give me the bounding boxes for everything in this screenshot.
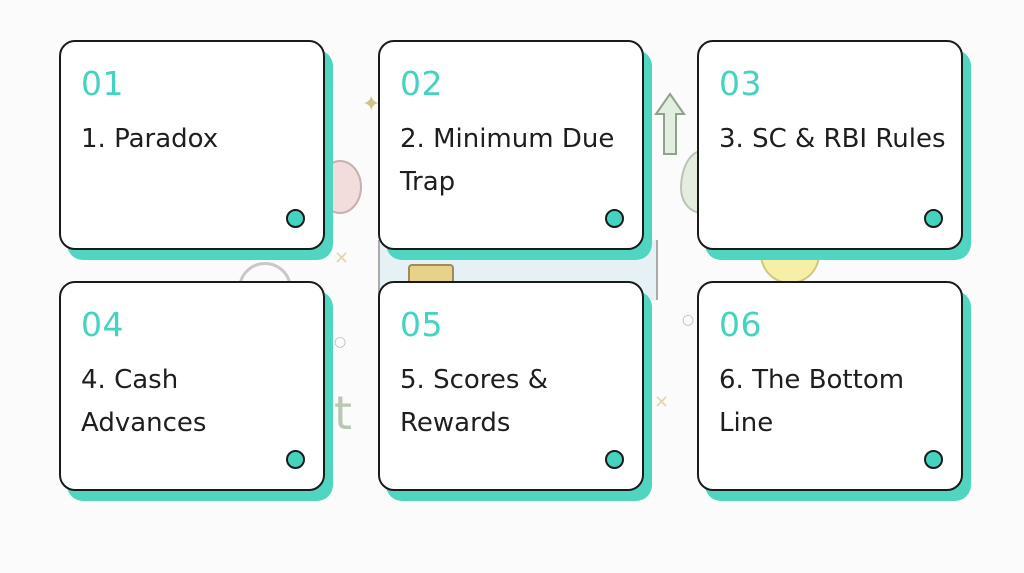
circle-doodle-icon: ○ xyxy=(682,312,695,328)
sparkle-icon: ✦ xyxy=(362,92,381,117)
card-dot-icon xyxy=(924,209,943,228)
card-number: 03 xyxy=(719,64,762,103)
topic-card-4[interactable]: 04 4. Cash Advances xyxy=(59,281,335,501)
card-body: 03 3. SC & RBI Rules xyxy=(697,40,963,250)
card-dot-icon xyxy=(286,209,305,228)
card-title: 2. Minimum Due Trap xyxy=(400,124,615,197)
card-number: 02 xyxy=(400,64,443,103)
card-body: 05 5. Scores & Rewards xyxy=(378,281,644,491)
topic-card-2[interactable]: 02 2. Minimum Due Trap xyxy=(378,40,654,260)
card-title: 5. Scores & Rewards xyxy=(400,365,548,438)
circle-doodle-icon: ○ xyxy=(334,334,347,350)
card-dot-icon xyxy=(605,450,624,469)
card-dot-icon xyxy=(924,450,943,469)
card-dot-icon xyxy=(605,209,624,228)
card-number: 06 xyxy=(719,305,762,344)
card-number: 04 xyxy=(81,305,124,344)
card-body: 04 4. Cash Advances xyxy=(59,281,325,491)
topic-card-3[interactable]: 03 3. SC & RBI Rules xyxy=(697,40,973,260)
sparkle-icon: ✕ xyxy=(654,392,670,413)
card-number: 05 xyxy=(400,305,443,344)
doodle-letter: t xyxy=(334,386,353,440)
card-title: 4. Cash Advances xyxy=(81,365,207,438)
card-body: 01 1. Paradox xyxy=(59,40,325,250)
topic-card-1[interactable]: 01 1. Paradox xyxy=(59,40,335,260)
card-title: 3. SC & RBI Rules xyxy=(719,124,946,154)
topic-card-5[interactable]: 05 5. Scores & Rewards xyxy=(378,281,654,501)
topic-card-6[interactable]: 06 6. The Bottom Line xyxy=(697,281,973,501)
card-body: 06 6. The Bottom Line xyxy=(697,281,963,491)
card-title: 1. Paradox xyxy=(81,124,219,154)
card-body: 02 2. Minimum Due Trap xyxy=(378,40,644,250)
card-number: 01 xyxy=(81,64,124,103)
sparkle-icon: ✕ xyxy=(334,248,350,269)
up-arrow-icon xyxy=(654,92,686,155)
card-title: 6. The Bottom Line xyxy=(719,365,905,438)
card-dot-icon xyxy=(286,450,305,469)
